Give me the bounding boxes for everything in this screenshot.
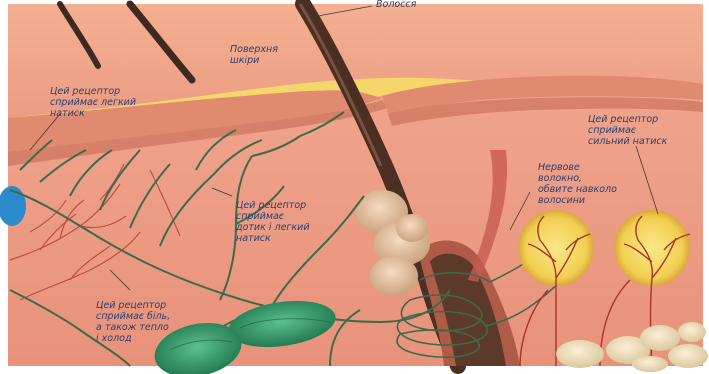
- touch-light-pressure-receptor-label: Цей рецептор сприймає дотик і легкий нат…: [236, 200, 310, 244]
- strong-pressure-receptor-label: Цей рецептор сприймає сильний натиск: [588, 114, 667, 147]
- light-pressure-receptor-label: Цей рецептор сприймає легкий натиск: [50, 86, 136, 119]
- skin-surface-label: Поверхня шкіри: [230, 44, 278, 66]
- nerve-fibre-label: Нервове волокно, обвите навколо волосини: [538, 162, 617, 206]
- pain-heat-cold-receptor-label: Цей рецептор сприймає біль, а також тепл…: [96, 300, 170, 344]
- hair-label: Волосся: [376, 0, 416, 10]
